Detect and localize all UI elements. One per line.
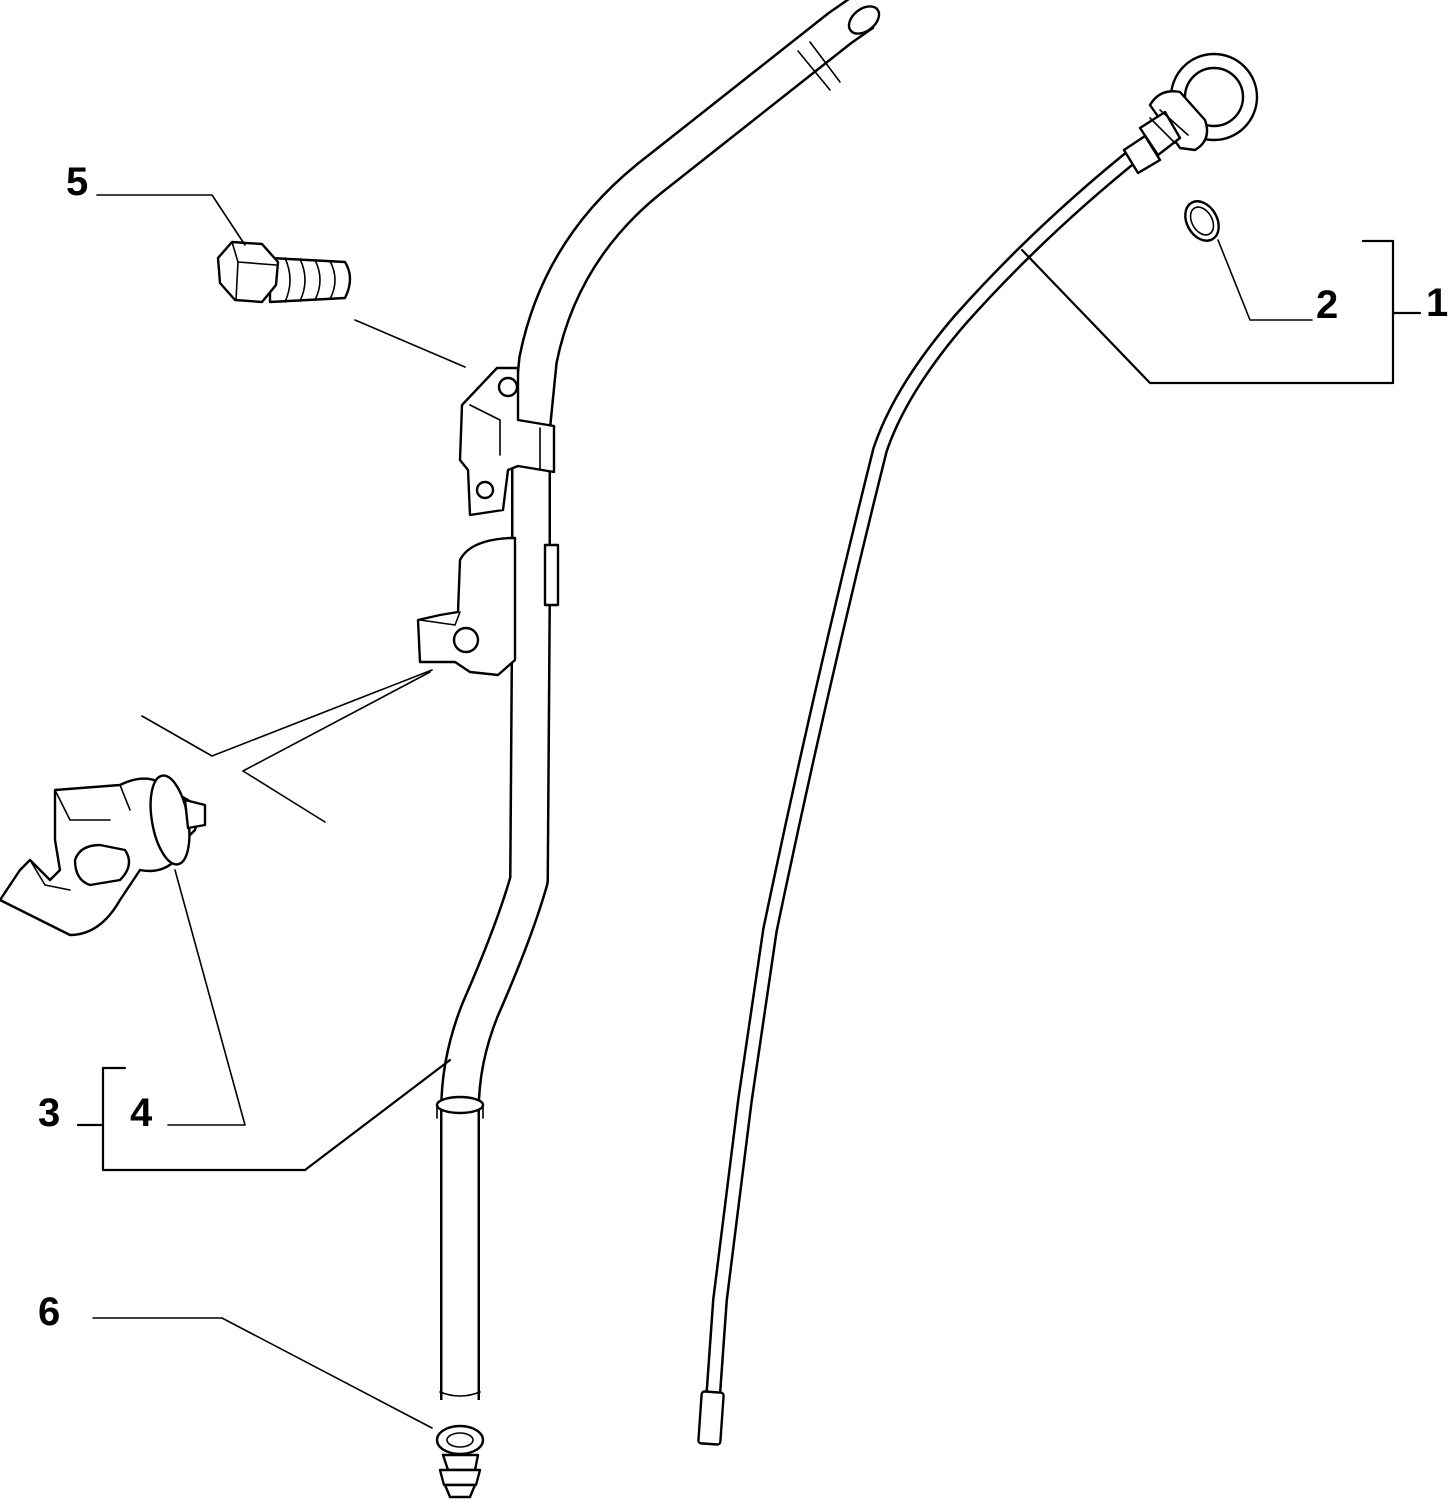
callout-1: 1 <box>1426 281 1448 325</box>
bolt[interactable] <box>216 240 352 304</box>
callout-4: 4 <box>130 1091 153 1135</box>
clip[interactable] <box>0 773 207 937</box>
guide-tube[interactable] <box>435 0 884 1400</box>
callout-3: 3 <box>38 1091 60 1135</box>
upper-bracket <box>458 366 556 517</box>
dipstick[interactable] <box>697 52 1259 1446</box>
callout-5: 5 <box>66 160 88 204</box>
callout-6: 6 <box>38 1290 60 1334</box>
leader-lines <box>76 194 1422 1429</box>
grommet[interactable] <box>435 1424 485 1499</box>
callout-2: 2 <box>1316 283 1338 327</box>
seal-ring[interactable] <box>1179 195 1226 246</box>
lower-bracket <box>416 536 560 677</box>
